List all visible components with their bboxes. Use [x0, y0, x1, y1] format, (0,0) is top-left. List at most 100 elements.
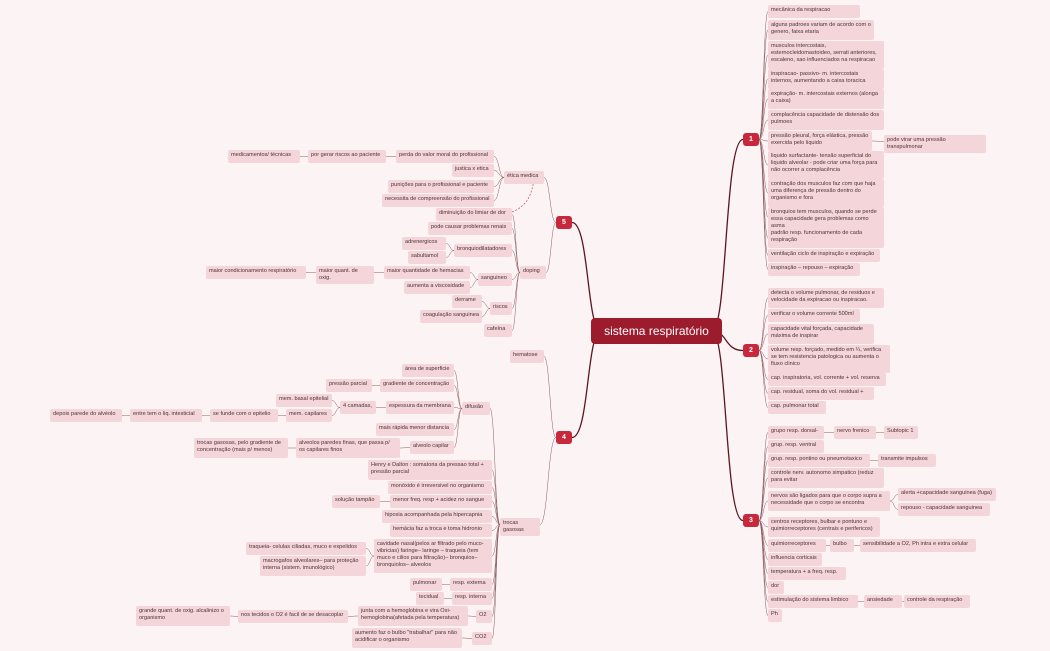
topic-e1a1[interactable]: por gerar riscos ao paciente — [308, 150, 386, 163]
topic-n2[interactable]: alguns padroes variam de acordo com o ge… — [768, 20, 874, 40]
topic-p5a[interactable]: alerta +capacidade sanguinea (fuga) — [898, 488, 996, 501]
topic-d1b[interactable]: gradiente de concentração — [380, 379, 454, 392]
topic-m6[interactable]: cap. residual, soma do vol. residual + — [768, 387, 874, 400]
topic-h1[interactable]: hematose — [510, 350, 544, 363]
topic-e1a[interactable]: perda do valor moral do profissional — [396, 150, 494, 163]
topic-p5b[interactable]: repouso - capacidade sanguinea — [898, 503, 990, 516]
topic-t1i1[interactable]: junta com a hemoglobina e vira Oxi-hemog… — [358, 606, 468, 626]
branch-badge-4[interactable]: 4 — [556, 431, 572, 444]
topic-t1g1[interactable]: pulmonar — [410, 578, 442, 591]
topic-t1e[interactable]: hemácia faz a troca e toma hidronio — [390, 524, 492, 537]
topic-m5[interactable]: cap. inspiratoria, vol. corrente + vol. … — [768, 373, 886, 386]
branch-badge-2[interactable]: 2 — [743, 344, 759, 357]
topic-p2[interactable]: grup. resp. ventral — [768, 440, 824, 453]
topic-e2d2[interactable]: maior quant. de oxig. — [316, 266, 374, 284]
topic-m1[interactable]: detecta o volume pulmonar, de residuos e… — [768, 288, 884, 308]
topic-p11b[interactable]: controle da respiração — [904, 595, 970, 608]
topic-n3[interactable]: musculos intercostais, esternocleidomast… — [768, 41, 884, 69]
topic-d1c[interactable]: espessura da membrana — [386, 401, 454, 414]
topic-d1c5[interactable]: entre tem o liq. intesticial — [130, 409, 202, 422]
topic-t1c[interactable]: menor freq. resp + acidez no sangue — [390, 495, 492, 508]
topic-m2[interactable]: verificar o volume corrente 500ml — [768, 309, 860, 322]
topic-t1g[interactable]: resp. externa — [450, 578, 492, 591]
topic-d1c3[interactable]: mem. capilares — [286, 409, 332, 422]
topic-e2[interactable]: doping — [520, 266, 546, 279]
topic-m4[interactable]: volume resp. forçado, medido em ¼, verif… — [768, 345, 890, 373]
topic-t1j[interactable]: CO2 — [472, 632, 492, 645]
topic-t1j1[interactable]: aumento faz o bulbo "trabalhar" para não… — [352, 628, 462, 648]
topic-d1d[interactable]: mais rápida menor distancia — [376, 423, 454, 436]
branch-badge-1[interactable]: 1 — [743, 133, 759, 146]
topic-p7a[interactable]: bulbo — [830, 539, 854, 552]
topic-e2e2[interactable]: coagulação sanguinea — [420, 310, 482, 323]
topic-t1f[interactable]: cavidade nasal(pelos ar filtrado pelo mu… — [374, 539, 492, 573]
topic-d1e1[interactable]: alveolos paredes finas, que passa p/ os … — [296, 438, 400, 458]
topic-e2f[interactable]: cafeína — [484, 324, 512, 337]
topic-n7a[interactable]: pode virar uma pressão transpulmonar — [884, 135, 986, 153]
topic-t1h[interactable]: resp. interna — [452, 592, 492, 605]
topic-p9[interactable]: temperatura + a freq. resp. — [768, 567, 846, 580]
topic-e2c[interactable]: bronquiodilatadores — [454, 244, 512, 257]
topic-t1f1[interactable]: traqueia- celulas ciliadas, muco e expel… — [246, 542, 366, 555]
topic-p1[interactable]: grupo resp. dorsal- — [768, 426, 824, 439]
topic-t1i3[interactable]: grande quant. de oxig. alcalinizo o orga… — [136, 606, 230, 626]
topic-n6[interactable]: complacência capacidade de distensão dos… — [768, 110, 884, 130]
topic-p4[interactable]: controle nerv. autonomo simpatico (reduz… — [768, 468, 884, 488]
topic-t1b[interactable]: monóxido é irreversivel no organismo — [388, 481, 492, 494]
topic-d1c4[interactable]: se funde com o epitelio — [210, 409, 278, 422]
topic-e2a[interactable]: diminuição do limiar de dor — [436, 208, 512, 221]
topic-t1[interactable]: trocas gasosas — [500, 518, 540, 536]
topic-d1[interactable]: difusão — [462, 402, 490, 415]
topic-e2e[interactable]: riscos — [490, 302, 512, 315]
topic-p1a[interactable]: nervo frenico — [834, 426, 876, 439]
topic-p1b[interactable]: Subtopic 1 — [884, 426, 918, 439]
topic-d1c6[interactable]: depois parede do alvéolo — [50, 409, 122, 422]
central-topic[interactable]: sistema respiratório — [591, 318, 722, 344]
topic-d1a[interactable]: área de superficie — [402, 364, 454, 377]
topic-d1c2[interactable]: mem. basal epitelial — [276, 394, 332, 407]
topic-n5[interactable]: expiração- m. intercostais externos (alo… — [768, 89, 884, 109]
topic-t1i2[interactable]: nos tecidos o O2 é facil de se desacopla… — [238, 610, 348, 623]
topic-e1c[interactable]: punições para o profissional e paciente — [388, 180, 494, 193]
topic-e2c1[interactable]: adrenergicos — [402, 237, 446, 250]
topic-n12[interactable]: ventilação ciclo de inspiração e expiraç… — [768, 249, 880, 262]
topic-p3a[interactable]: transmite impulsos — [878, 454, 936, 467]
topic-m7[interactable]: cap. pulmonar total — [768, 401, 826, 414]
topic-p3[interactable]: grup. resp. pontino ou pneumotaxico — [768, 454, 870, 467]
topic-p7[interactable]: quimiorreceptores — [768, 539, 826, 552]
topic-e1d[interactable]: necessita de compreensão do profissional — [382, 194, 494, 207]
topic-e2c2[interactable]: sabultamol — [408, 251, 446, 264]
topic-e2d[interactable]: sanguineo — [478, 273, 512, 286]
topic-p7b[interactable]: sensibilidade a O2, Ph intra e extra cel… — [860, 539, 976, 552]
topic-e2e1[interactable]: derrame — [452, 295, 482, 308]
topic-p10[interactable]: dor — [768, 581, 784, 594]
topic-n13[interactable]: inspiração – repouso – expiração — [768, 263, 860, 276]
topic-e1[interactable]: ética medica — [504, 171, 544, 184]
topic-e2d1[interactable]: maior quantidade de hemacias — [384, 266, 470, 279]
topic-m3[interactable]: capacidade vital forçada, capacidade máx… — [768, 324, 874, 344]
topic-t1i[interactable]: O2 — [476, 610, 492, 623]
topic-d1c1[interactable]: 4 camadas, — [340, 401, 376, 414]
topic-p11[interactable]: estimulação do sistema limbico — [768, 595, 858, 608]
topic-p8[interactable]: influencia corticais — [768, 553, 822, 566]
topic-p12[interactable]: Ph — [768, 609, 782, 622]
topic-n10[interactable]: bronquios tem musculos, quando se perde … — [768, 207, 884, 232]
branch-badge-3[interactable]: 3 — [743, 514, 759, 527]
topic-e2b[interactable]: pode causar problemas renais — [428, 222, 512, 235]
topic-p11a[interactable]: ansiedade — [864, 595, 902, 608]
topic-d1b1[interactable]: pressão parcial — [326, 379, 372, 392]
topic-e1b[interactable]: justica x etica — [452, 164, 494, 177]
topic-n1[interactable]: mecânica da respiracao — [768, 5, 860, 18]
topic-d1e[interactable]: alveolo capilar — [410, 441, 454, 454]
topic-t1f2[interactable]: macrogafos alveolares– para proteção int… — [260, 556, 366, 576]
topic-n11[interactable]: padrão resp. funcionamento de cada respi… — [768, 228, 884, 248]
topic-p5[interactable]: nervos são ligados para que o corpo supr… — [768, 491, 890, 511]
topic-n8[interactable]: liquido surfactante- tensão superficial … — [768, 151, 884, 179]
topic-t1d[interactable]: hipoxia acompanhada pela hipercapnia — [382, 510, 492, 523]
topic-d1e2[interactable]: trocas gasosas, pelo gradiente de concen… — [194, 438, 288, 458]
topic-n4[interactable]: inspiracao- passivo- m. intercostais int… — [768, 69, 884, 89]
topic-e2d3[interactable]: maior condicionamento respiratório — [206, 266, 306, 279]
topic-t1c1[interactable]: solução tampão — [332, 495, 380, 508]
topic-n9[interactable]: contração dos musculos faz com que haja … — [768, 179, 884, 207]
topic-e1a2[interactable]: medicamentos/ técnicas — [228, 150, 300, 163]
